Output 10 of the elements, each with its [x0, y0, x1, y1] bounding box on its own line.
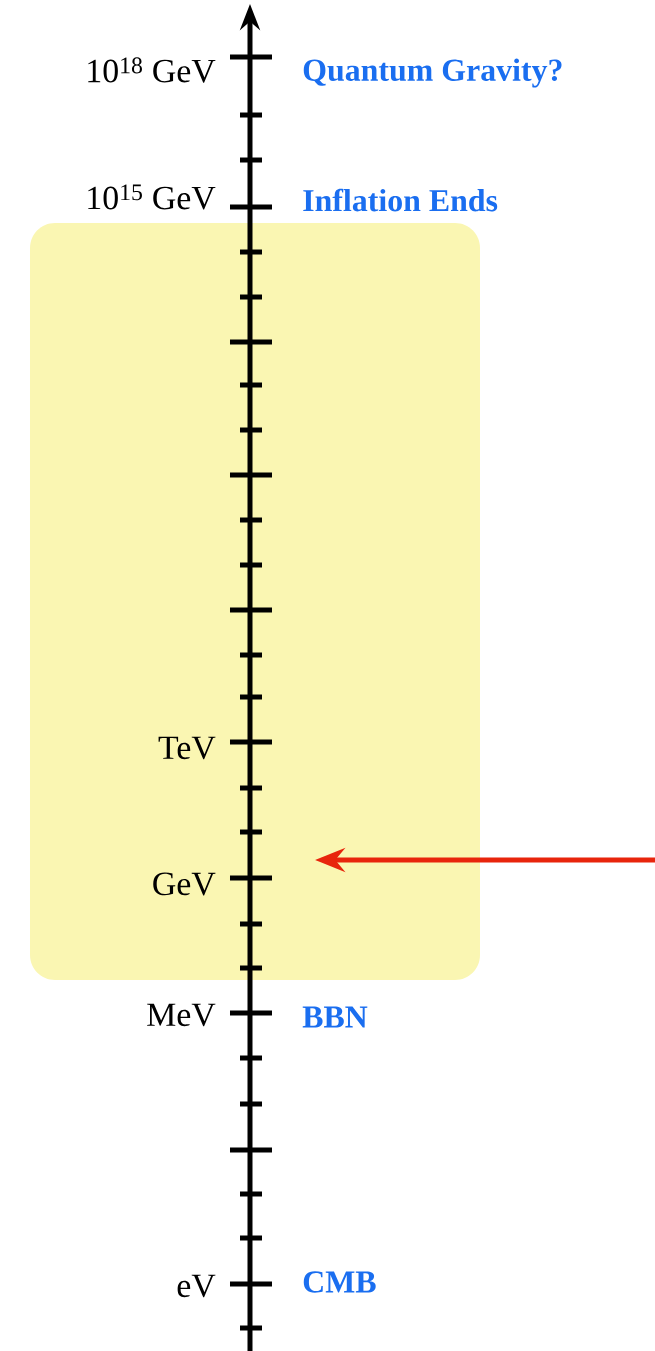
epoch-label: Quantum Gravity?: [303, 58, 562, 88]
energy-label: TeV: [158, 736, 216, 760]
energy-label: eV: [177, 1274, 216, 1298]
epoch-label: BBN: [302, 1006, 368, 1028]
energy-label: GeV: [153, 872, 216, 896]
epoch-label: Inflation Ends: [303, 188, 498, 212]
epoch-label: CMB: [303, 1271, 376, 1293]
energy-label: 10$^{18}$ GeV: [88, 57, 216, 83]
energy-label: 10$^{15}$ GeV: [88, 184, 216, 210]
energy-label: MeV: [147, 1003, 216, 1027]
